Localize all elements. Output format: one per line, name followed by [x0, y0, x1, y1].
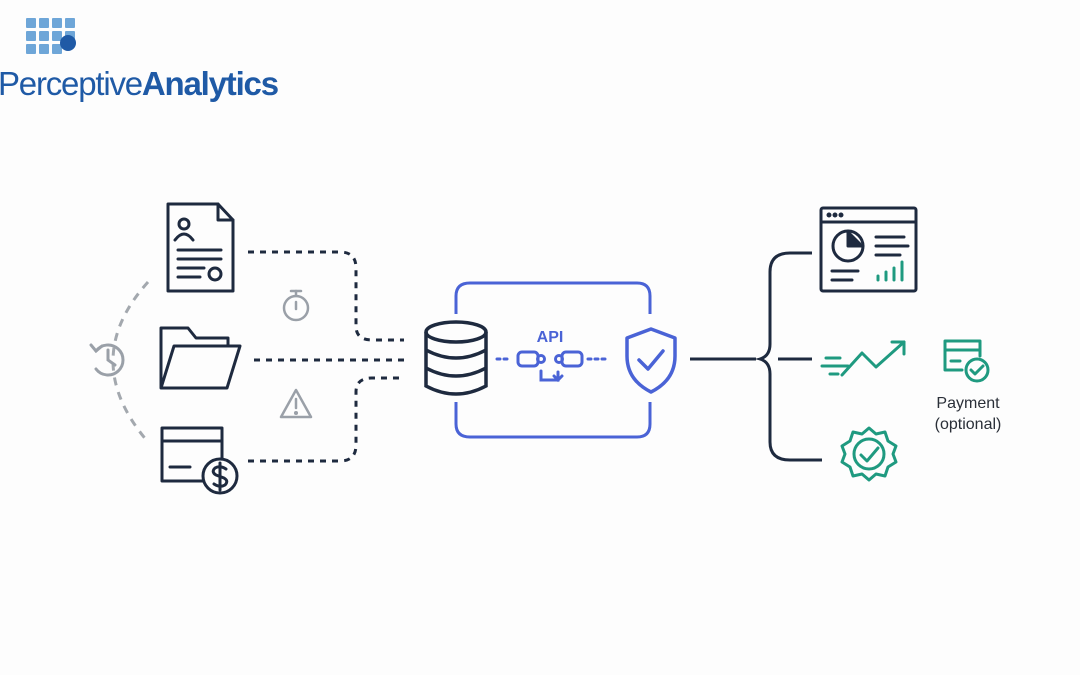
history-arc: [111, 280, 150, 443]
credit-card-dollar-icon: [160, 426, 239, 495]
folder-icon: [159, 326, 242, 390]
database-icon: [424, 320, 488, 396]
source-connectors: [248, 250, 404, 463]
shield-check-icon: [625, 327, 677, 394]
hub-frame: [454, 281, 652, 439]
trend-arrow-icon: [820, 340, 906, 377]
payment-label-line2: (optional): [934, 416, 1002, 433]
dashboard-icon: [819, 206, 918, 293]
stopwatch-icon: [282, 289, 310, 322]
payment-label: Payment (optional): [918, 393, 1018, 435]
api-label: API: [536, 329, 564, 346]
profile-document-icon: [166, 202, 235, 293]
payment-label-line1: Payment: [936, 395, 1000, 412]
verified-badge-icon: [840, 426, 898, 482]
logo-word-bold: Analytics: [141, 65, 279, 102]
logo-wordmark: PerceptiveAnalytics: [0, 64, 279, 104]
history-icon: [89, 343, 125, 377]
warning-icon: [279, 388, 313, 419]
logo-word-regular: Perceptive: [0, 65, 143, 102]
logo-mark: [26, 18, 76, 54]
output-brace: [690, 251, 822, 462]
payment-card-check-icon: [943, 339, 990, 383]
api-connector-icon: [495, 350, 608, 383]
